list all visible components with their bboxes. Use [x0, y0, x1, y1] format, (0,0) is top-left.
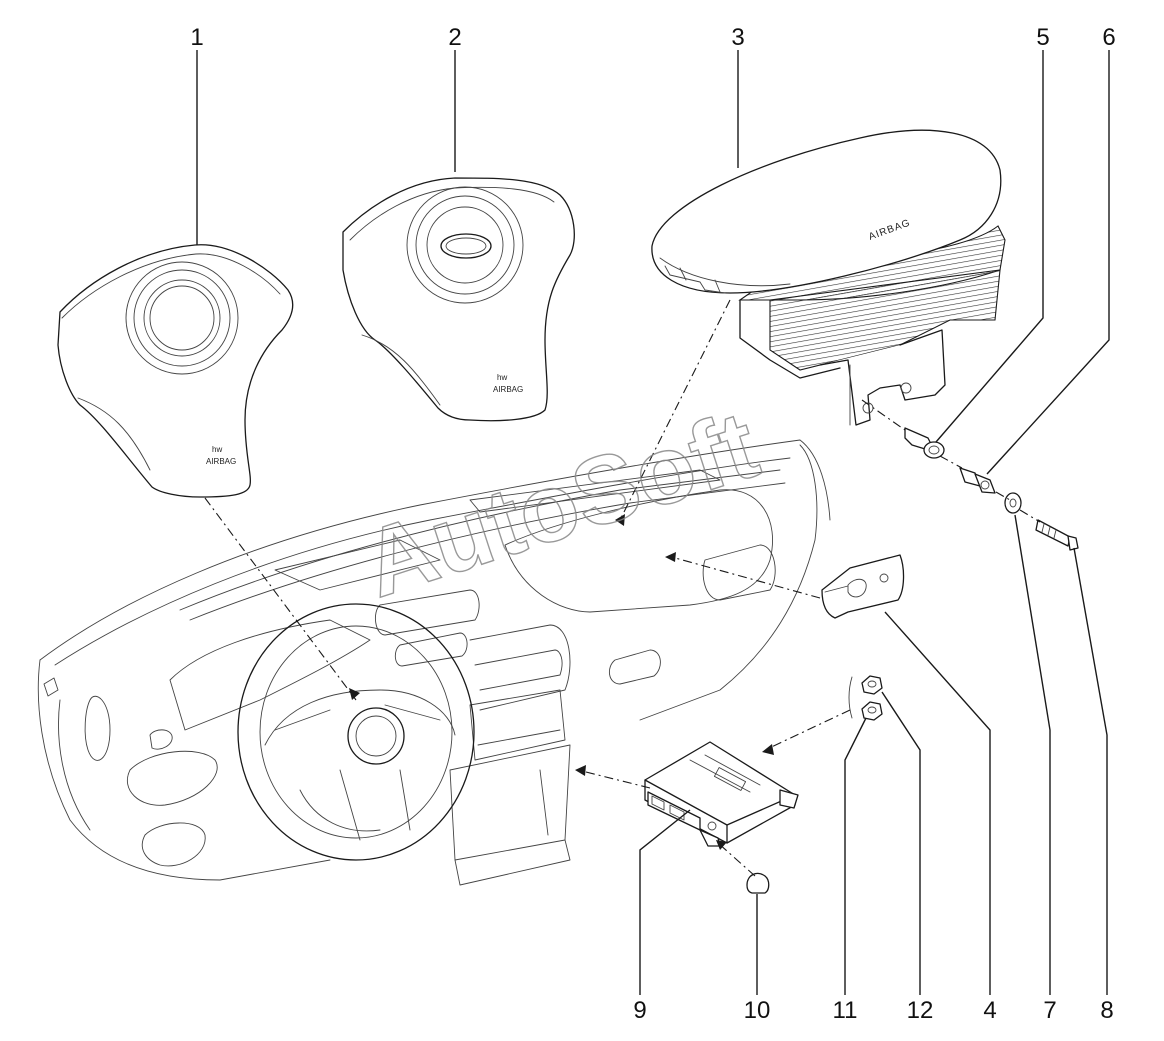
watermark: AutoSoft: [351, 391, 769, 618]
arrow-head: [762, 744, 774, 755]
dashboard-panel: [37, 439, 831, 886]
washer-7: [1004, 492, 1022, 514]
callout-4: 4: [983, 997, 996, 1024]
nut-12: [861, 675, 883, 695]
airbag-marking-1: AIRBAG: [206, 457, 236, 466]
svg-text:hw: hw: [497, 373, 507, 382]
arrow-head: [349, 688, 360, 700]
callout-8: 8: [1100, 997, 1113, 1024]
cap-10: [746, 872, 770, 894]
svg-text:hw: hw: [212, 445, 222, 454]
callout-9: 9: [633, 997, 646, 1024]
arrow-head: [716, 840, 727, 850]
arrow-head: [575, 765, 586, 776]
airbag-control-unit-9: [644, 741, 799, 847]
bolt-8: [1035, 519, 1079, 551]
clip-5: [904, 427, 945, 459]
callout-2: 2: [448, 24, 461, 51]
steering-wheel: [237, 603, 475, 861]
driver-airbag-module-1: hw AIRBAG: [57, 244, 294, 498]
assembly-lines: [204, 299, 1041, 877]
callout-labels: 1 2 3 4 5 6 7 8 9 10 11 12: [190, 24, 1115, 1024]
callout-10: 10: [744, 997, 771, 1024]
passenger-airbag-module-3: AIRBAG: [651, 129, 1006, 426]
airbag-marking-2: AIRBAG: [493, 385, 523, 394]
callout-6: 6: [1102, 24, 1115, 51]
arrow-head: [665, 552, 676, 562]
bracket-4: [821, 554, 905, 619]
callout-5: 5: [1036, 24, 1049, 51]
callout-12: 12: [907, 997, 934, 1024]
callout-11: 11: [833, 997, 858, 1024]
callout-3: 3: [731, 24, 744, 51]
leader-lines: [196, 50, 1110, 995]
driver-airbag-module-2: hw AIRBAG: [342, 177, 575, 422]
callout-1: 1: [190, 24, 203, 51]
nut-11: [861, 701, 883, 721]
callout-7: 7: [1043, 997, 1056, 1024]
clip-6: [959, 467, 996, 494]
arrow-head: [615, 514, 625, 526]
